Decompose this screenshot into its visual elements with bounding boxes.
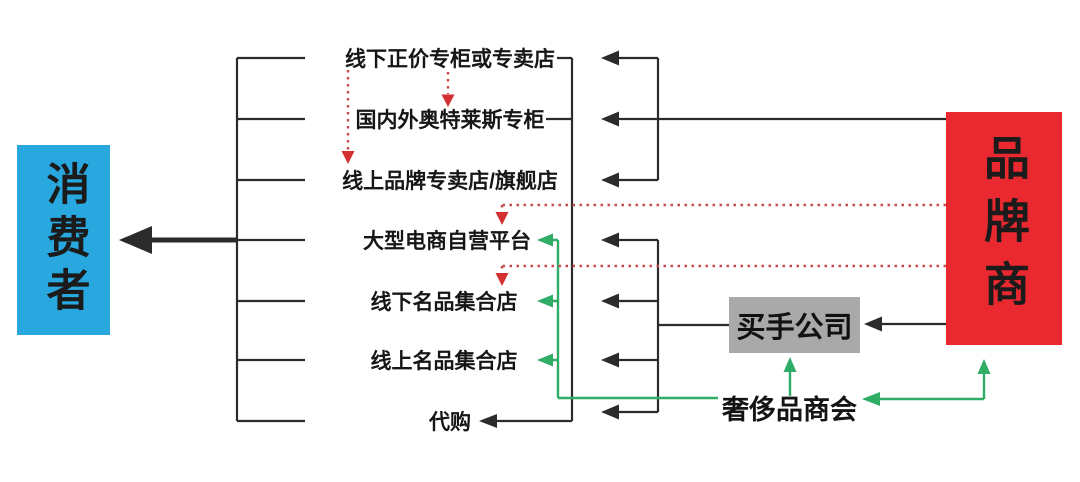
channel-online-brand-store: 线上品牌专卖店/旗舰店 xyxy=(342,170,558,193)
inventory-flow-dotted-red xyxy=(341,70,946,286)
consumer-box: 消费者 xyxy=(17,145,110,335)
left-bracket xyxy=(235,56,305,423)
official-to-daigou-line xyxy=(479,56,574,428)
chamber-label: 奢侈品商会 xyxy=(722,395,857,425)
brand-box: 品牌商 xyxy=(946,112,1062,345)
buyer-distribution-arrows xyxy=(601,232,729,420)
channel-daigou: 代购 xyxy=(429,411,471,434)
chamber-links-green xyxy=(537,233,991,406)
brand-to-buyer-arrow xyxy=(864,316,946,332)
channel-outlet-counter: 国内外奥特莱斯专柜 xyxy=(355,109,545,132)
buyer-company-box: 买手公司 xyxy=(729,297,860,353)
channel-offline-collection-store: 线下名品集合店 xyxy=(370,291,518,314)
channel-online-collection-store: 线上名品集合店 xyxy=(370,350,518,373)
channel-ecommerce-platform: 大型电商自营平台 xyxy=(363,230,531,253)
consumer-arrow xyxy=(119,226,237,254)
brand-direct-arrows xyxy=(601,50,946,188)
channel-offline-fullprice-store: 线下正价专柜或专卖店 xyxy=(345,48,555,71)
